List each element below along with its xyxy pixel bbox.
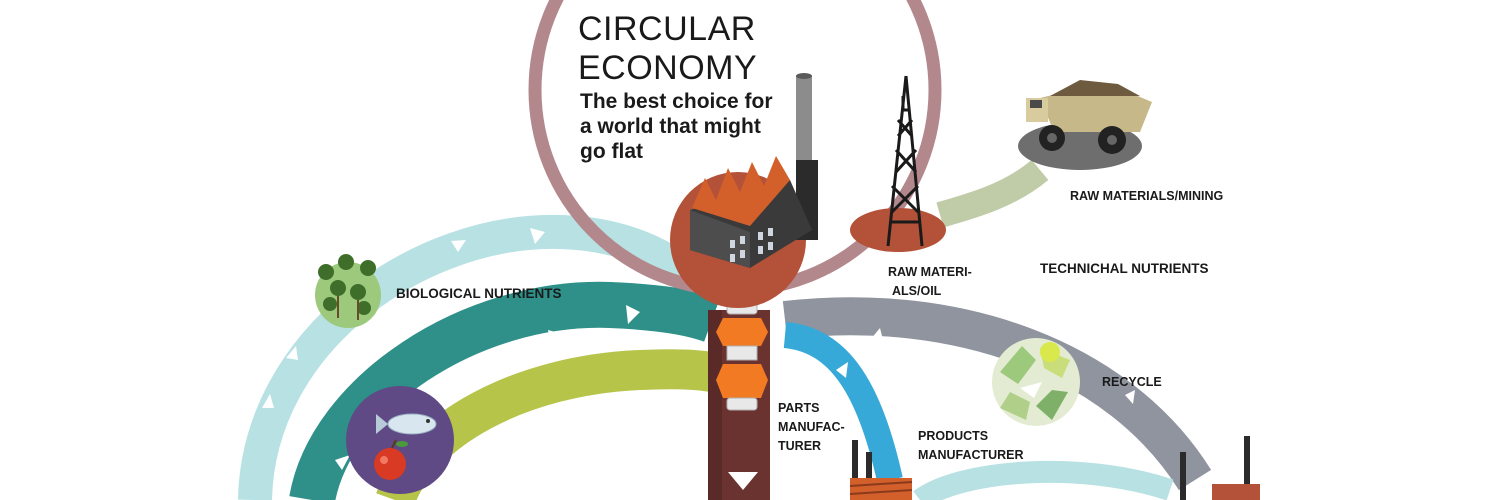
- label-technical-nutrients: TECHNICHAL NUTRIENTS: [1040, 261, 1209, 276]
- label-parts-3: TURER: [778, 439, 821, 453]
- subtitle-line-3: go flat: [580, 140, 643, 163]
- diagram-labels: RAW MATERIALS/MINING TECHNICHAL NUTRIENT…: [396, 189, 1223, 462]
- mining-truck-icon: [1018, 80, 1152, 170]
- fish-apple-icon: [346, 386, 454, 494]
- biological-outer-flow: [238, 214, 726, 500]
- smokestack-factory-icon-2: [1180, 436, 1260, 500]
- label-raw-materials-mining: RAW MATERIALS/MINING: [1070, 189, 1223, 203]
- label-products-1: PRODUCTS: [918, 429, 988, 443]
- oil-derrick-icon: [850, 75, 946, 252]
- title-line-2: ECONOMY: [578, 49, 757, 87]
- factory-icon: [670, 73, 818, 308]
- column-down-arrow: [728, 472, 758, 490]
- smokestack-factory-icon: [849, 440, 913, 500]
- label-parts-2: MANUFAC-: [778, 420, 845, 434]
- title-line-1: CIRCULAR: [578, 10, 756, 48]
- trees-icon: [315, 254, 381, 328]
- label-raw-oil-1: RAW MATERI-: [888, 265, 972, 279]
- biological-main-flow: [289, 281, 720, 500]
- subtitle-line-2: a world that might: [580, 115, 761, 138]
- label-products-2: MANUFACTURER: [918, 448, 1024, 462]
- label-recycle: RECYCLE: [1102, 375, 1162, 389]
- title-block: CIRCULAR ECONOMY The best choice for a w…: [578, 10, 773, 163]
- label-raw-oil-2: ALS/OIL: [892, 284, 942, 298]
- subtitle-line-1: The best choice for: [580, 90, 773, 113]
- label-parts-1: PARTS: [778, 401, 819, 415]
- recycle-icon: [992, 338, 1080, 426]
- products-flow: [913, 460, 1174, 500]
- technical-inner-flow: [783, 322, 903, 483]
- mining-flow: [936, 159, 1049, 228]
- label-biological-nutrients: BIOLOGICAL NUTRIENTS: [396, 286, 562, 301]
- column-shade: [708, 310, 722, 500]
